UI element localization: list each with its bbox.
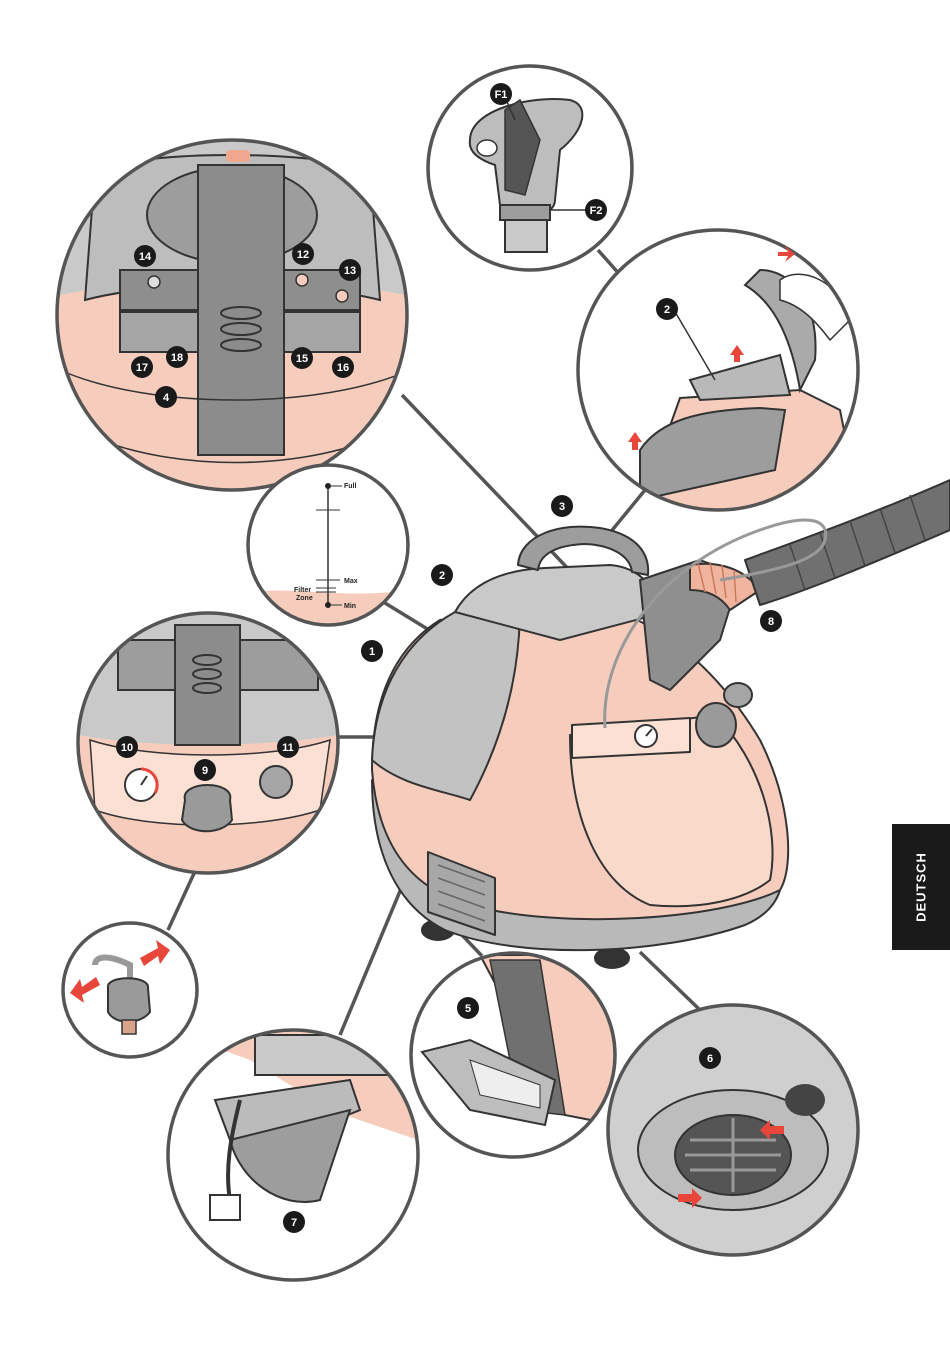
callout-2: 2 [431,564,453,586]
language-side-tab: DEUTSCH [892,824,950,950]
svg-text:7: 7 [291,1217,297,1229]
svg-text:13: 13 [344,265,356,277]
svg-text:4: 4 [163,392,170,404]
svg-text:15: 15 [296,353,308,365]
scale-full-label: Full [344,483,356,490]
svg-text:14: 14 [139,251,152,263]
callout-1: 1 [361,640,383,662]
scale-filter-zone-label-1: Filter [294,587,311,594]
svg-text:18: 18 [171,352,183,364]
language-label: DEUTSCH [914,852,929,922]
callout-3: 3 [551,495,573,517]
scale-filter-zone-label-2: Zone [296,595,313,602]
detail-filter-funnel [428,66,633,271]
callout-9: 9 [194,759,216,781]
detail-filter-drawer [411,953,616,1158]
svg-text:9: 9 [202,765,208,777]
detail-control-panel [40,135,430,505]
callout-8: 8 [760,610,782,632]
svg-text:1: 1 [369,646,375,658]
callout-16: 16 [332,356,354,378]
svg-text:11: 11 [282,742,294,754]
callout-12: 12 [292,243,314,265]
callout-10: 10 [116,736,138,758]
detail-knob-removal [63,923,198,1058]
svg-text:F2: F2 [590,205,603,217]
callout-7: 7 [283,1211,305,1233]
steam-cleaner-body [372,480,950,968]
svg-text:8: 8 [768,616,774,628]
callout-17: 17 [131,356,153,378]
detail-bottom-filter [608,1005,858,1255]
scale-max-label: Max [344,578,358,585]
svg-text:16: 16 [337,362,349,374]
svg-text:10: 10 [121,742,133,754]
callout-14: 14 [134,245,156,267]
callout-4: 4 [155,386,177,408]
callout-18: 18 [166,346,188,368]
callout-f1: F1 [490,83,512,105]
detail-water-scale: Full Max Filter Zone Min [248,465,408,625]
svg-text:6: 6 [707,1053,713,1065]
scale-min-label: Min [344,603,356,610]
svg-text:2: 2 [664,304,670,316]
callout-11: 11 [277,736,299,758]
callout-6: 6 [699,1047,721,1069]
svg-text:3: 3 [559,501,565,513]
svg-text:12: 12 [297,249,309,261]
svg-text:5: 5 [465,1003,471,1015]
callout-f2: F2 [585,199,607,221]
callout-13: 13 [339,259,361,281]
detail-lid-opening [578,230,860,510]
callout-15: 15 [291,347,313,369]
callout-2-lid: 2 [656,298,678,320]
svg-text:2: 2 [439,570,445,582]
detail-cable-storage [168,1030,418,1280]
svg-text:F1: F1 [495,89,508,101]
svg-text:17: 17 [136,362,148,374]
callout-5: 5 [457,997,479,1019]
